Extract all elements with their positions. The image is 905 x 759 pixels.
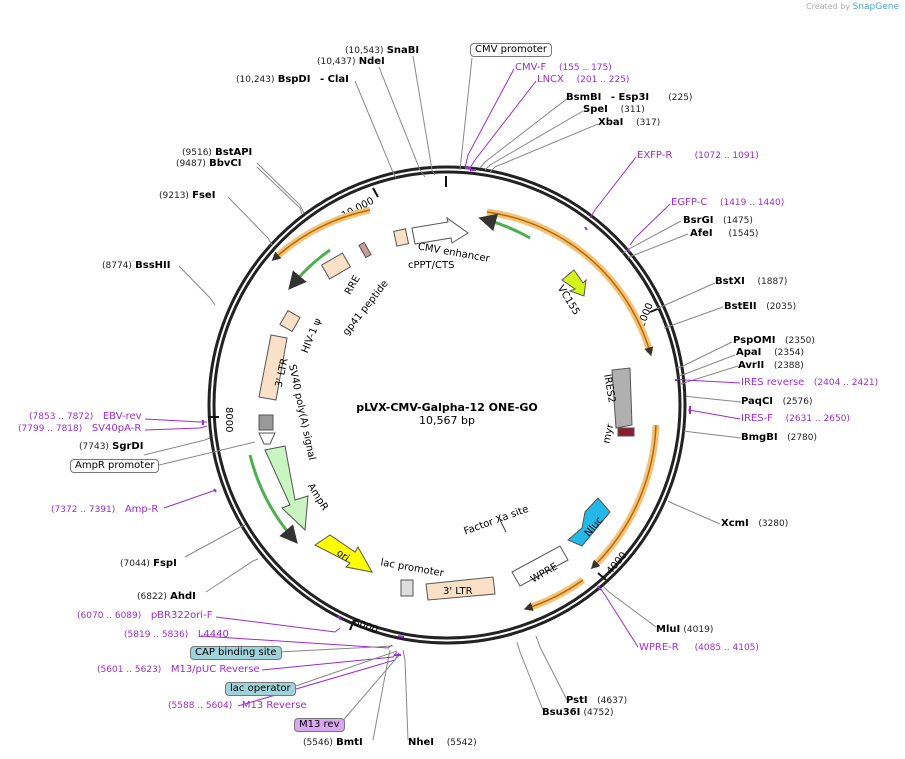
sv40-arrow: [258, 432, 276, 445]
lac-promoter-box: [400, 579, 414, 597]
ires2-box: [611, 367, 633, 429]
site-bstxi[interactable]: BstXI (1887): [715, 276, 788, 287]
orf-arc-lower-right: [591, 424, 660, 569]
site-bsrgi[interactable]: BsrGI (1475): [683, 215, 753, 226]
label-ires2: IRES2: [601, 373, 617, 403]
tick-label-8000: 8000: [223, 407, 234, 432]
site-fsei[interactable]: (9213) FseI: [159, 190, 216, 201]
nluc-arrow: [567, 497, 611, 547]
label-rre: RRE: [343, 274, 363, 297]
site-afei[interactable]: AfeI (1545): [690, 228, 759, 239]
site-bsmbi[interactable]: BsmBI - Esp3I (225): [566, 92, 693, 103]
orf-green-left: [288, 248, 331, 290]
site-snabi[interactable]: (10,543) SnaBI: [345, 45, 420, 56]
box-leaders: [154, 57, 473, 725]
primer-ires-f[interactable]: IRES-F (2631 .. 2650): [741, 413, 850, 424]
site-bbvci[interactable]: (9487) BbvCI: [176, 158, 242, 169]
3ltr-left-box: [258, 334, 288, 401]
primer-sv40pa-r[interactable]: (7799 .. 7818) SV40pA-R: [18, 423, 142, 434]
tick-10000: [372, 187, 379, 198]
label-hiv-psi: HIV-1 ψ: [300, 317, 324, 355]
site-ahdi[interactable]: (6822) AhdI: [137, 591, 196, 602]
primer-marks: [202, 167, 691, 656]
label-ampr: AmpR: [305, 482, 330, 513]
site-bmti[interactable]: (5546) BmtI: [303, 737, 363, 748]
site-xcmi[interactable]: XcmI (3280): [721, 518, 789, 529]
ampr-arrow: [264, 445, 309, 532]
site-bmgbi[interactable]: BmgBI (2780): [741, 432, 818, 443]
label-3ltr-bottom: 3' LTR: [443, 586, 473, 597]
gp41-box: [358, 241, 372, 259]
tick-label-6000: 6000: [352, 617, 380, 636]
primer-exfp-r[interactable]: EXFP-R (1072 .. 1091): [637, 150, 759, 161]
wpre-arrow: [511, 545, 569, 587]
label-factor-xa: Factor Xa site: [462, 504, 530, 538]
site-spei[interactable]: SpeI (311): [583, 104, 645, 115]
factor-xa-tick: [499, 519, 507, 533]
primer-ires-reverse[interactable]: IRES reverse (2404 .. 2421): [741, 377, 879, 388]
site-nhei[interactable]: NheI (5542): [408, 737, 477, 748]
primer-lncx[interactable]: LNCX (201 .. 225): [537, 74, 630, 85]
sv40-box: [258, 414, 274, 431]
backbone-outer: [207, 165, 687, 645]
box-cmv-promoter[interactable]: CMV promoter: [470, 43, 553, 57]
site-pspomi[interactable]: PspOMI (2350): [733, 335, 815, 346]
tick-6000: [349, 619, 355, 631]
rre-box: [320, 252, 352, 280]
orf-green-lower-left: [248, 454, 298, 544]
cmv-enhancer-arrow: [411, 216, 469, 245]
primer-l4440[interactable]: (5819 .. 5836) L4440: [124, 629, 229, 640]
primer-egfp-c[interactable]: EGFP-C (1419 .. 1440): [671, 197, 785, 208]
label-myr: myr: [601, 422, 616, 444]
site-bsteii[interactable]: BstEII (2035): [724, 301, 797, 312]
ori-arrow: [314, 534, 373, 573]
site-fspi[interactable]: (7044) FspI: [120, 558, 177, 569]
hiv-psi-box: [279, 309, 301, 333]
cppt-box: [393, 228, 410, 247]
primer-ebv-rev[interactable]: (7853 .. 7872) EBV-rev: [29, 411, 142, 422]
site-ndei[interactable]: (10,437) NdeI: [317, 56, 385, 67]
primer-m13-puc-reverse[interactable]: (5601 .. 5623) M13/pUC Reverse: [97, 664, 260, 675]
site-paqci[interactable]: PaqCI (2576): [741, 396, 813, 407]
site-leaders: [143, 55, 742, 741]
map-title: pLVX-CMV-Galpha-12 ONE-GO: [356, 401, 537, 414]
primer-cmv-f[interactable]: CMV-F (155 .. 175): [515, 62, 612, 73]
site-psti[interactable]: PstI (4637): [566, 695, 628, 706]
box-cap-binding-site[interactable]: CAP binding site: [190, 646, 282, 660]
site-mlui[interactable]: MluI (4019): [656, 624, 714, 635]
site-bstapi[interactable]: (9516) BstAPI: [182, 147, 253, 158]
tick-4000: [597, 572, 607, 581]
primer-amp-r[interactable]: (7372 .. 7391) Amp-R: [51, 504, 159, 515]
primer-pbr322ori-f[interactable]: (6070 .. 6089) pBR322ori-F: [77, 610, 213, 621]
3ltr-bottom-box: [425, 576, 496, 601]
site-xbai[interactable]: XbaI (317): [598, 117, 661, 128]
map-length: 10,567 bp: [419, 414, 475, 427]
vc155-arrow: [561, 269, 587, 297]
label-sv40: SV40 poly(A) signal: [286, 363, 317, 461]
label-lac-promoter: lac promoter: [380, 557, 446, 579]
snapgene-logo: SnapGene: [852, 2, 899, 12]
site-bsu36i[interactable]: Bsu36I (4752): [542, 707, 614, 718]
site-bsshii[interactable]: (8774) BssHII: [102, 260, 171, 271]
box-lac-operator[interactable]: lac operator: [225, 682, 296, 696]
site-apai[interactable]: ApaI (2354): [736, 347, 805, 358]
primer-m13-reverse[interactable]: (5588 .. 5604) M13 Reverse: [168, 700, 307, 711]
watermark: Created by SnapGene: [806, 2, 899, 12]
label-cppt: cPPT/CTS: [408, 260, 454, 271]
primer-wpre-r[interactable]: WPRE-R (4085 .. 4105): [639, 642, 759, 653]
backbone-inner: [212, 170, 682, 640]
site-avrii[interactable]: AvrII (2388): [738, 360, 804, 371]
box-ampr-promoter[interactable]: AmpR promoter: [70, 459, 160, 473]
box-m13-rev[interactable]: M13 rev: [294, 718, 345, 732]
myr-box: [617, 427, 635, 437]
orf-green-top: [478, 213, 531, 240]
site-sgrdi[interactable]: (7743) SgrDI: [79, 441, 144, 452]
site-bspdi[interactable]: (10,243) BspDI - ClaI: [236, 74, 349, 85]
